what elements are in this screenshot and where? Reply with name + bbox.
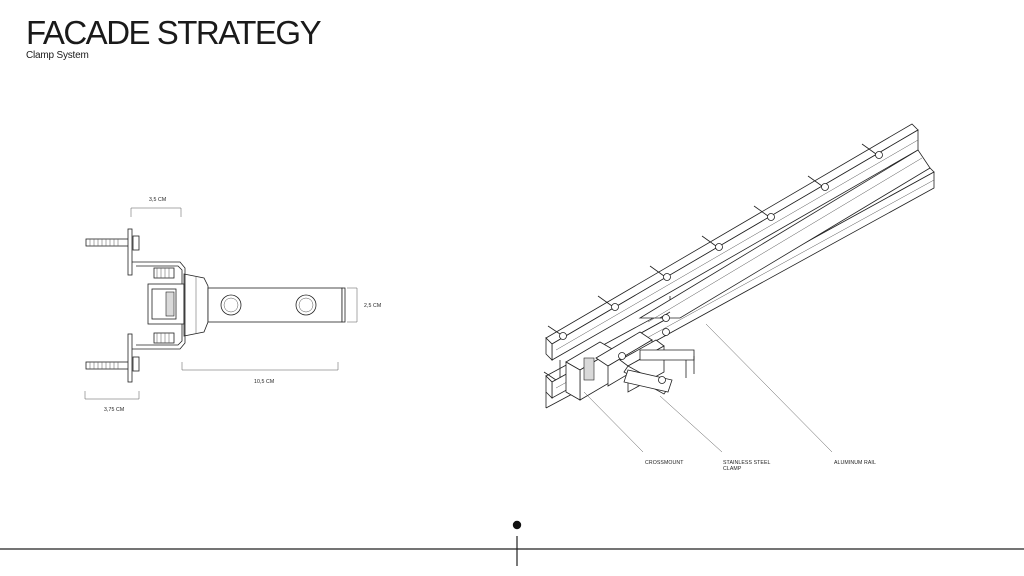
timeline-marker[interactable]	[512, 520, 522, 530]
lower-bolt	[85, 333, 140, 383]
dim-right-line	[347, 287, 358, 323]
label-crossmount: CROSSMOUNT	[645, 460, 684, 466]
dim-top-label: 3,5 CM	[149, 197, 166, 203]
dim-bottom-label: 10,5 CM	[254, 379, 274, 385]
dim-left-bottom-label: 3,75 CM	[104, 407, 124, 413]
timeline	[0, 520, 1024, 566]
label-clamp-line2: CLAMP	[723, 466, 742, 472]
stainless-clamp	[595, 311, 695, 395]
rail-bolts	[543, 143, 883, 381]
clamp-body	[147, 273, 209, 337]
leader-lines	[583, 323, 833, 453]
dim-top-line	[130, 207, 182, 217]
label-aluminum-rail: ALUMINUM RAIL	[834, 460, 876, 466]
page-subtitle: Clamp System	[26, 50, 89, 61]
page-title: FACADE STRATEGY	[26, 14, 322, 51]
dim-left-bottom-line	[84, 391, 140, 400]
crossmount-block	[565, 341, 615, 401]
side-view-drawing: 3,5 CM	[84, 197, 381, 413]
isometric-view-drawing: CROSSMOUNT STAINLESS STEEL CLAMP ALUMINU…	[543, 123, 935, 472]
clamp-arm	[207, 287, 346, 323]
upper-bolt	[85, 228, 140, 276]
dim-bottom-line	[181, 362, 339, 371]
label-clamp-line1: STAINLESS STEEL	[723, 460, 771, 466]
upper-rail	[545, 123, 919, 361]
dim-right-label: 2,5 CM	[364, 303, 381, 309]
